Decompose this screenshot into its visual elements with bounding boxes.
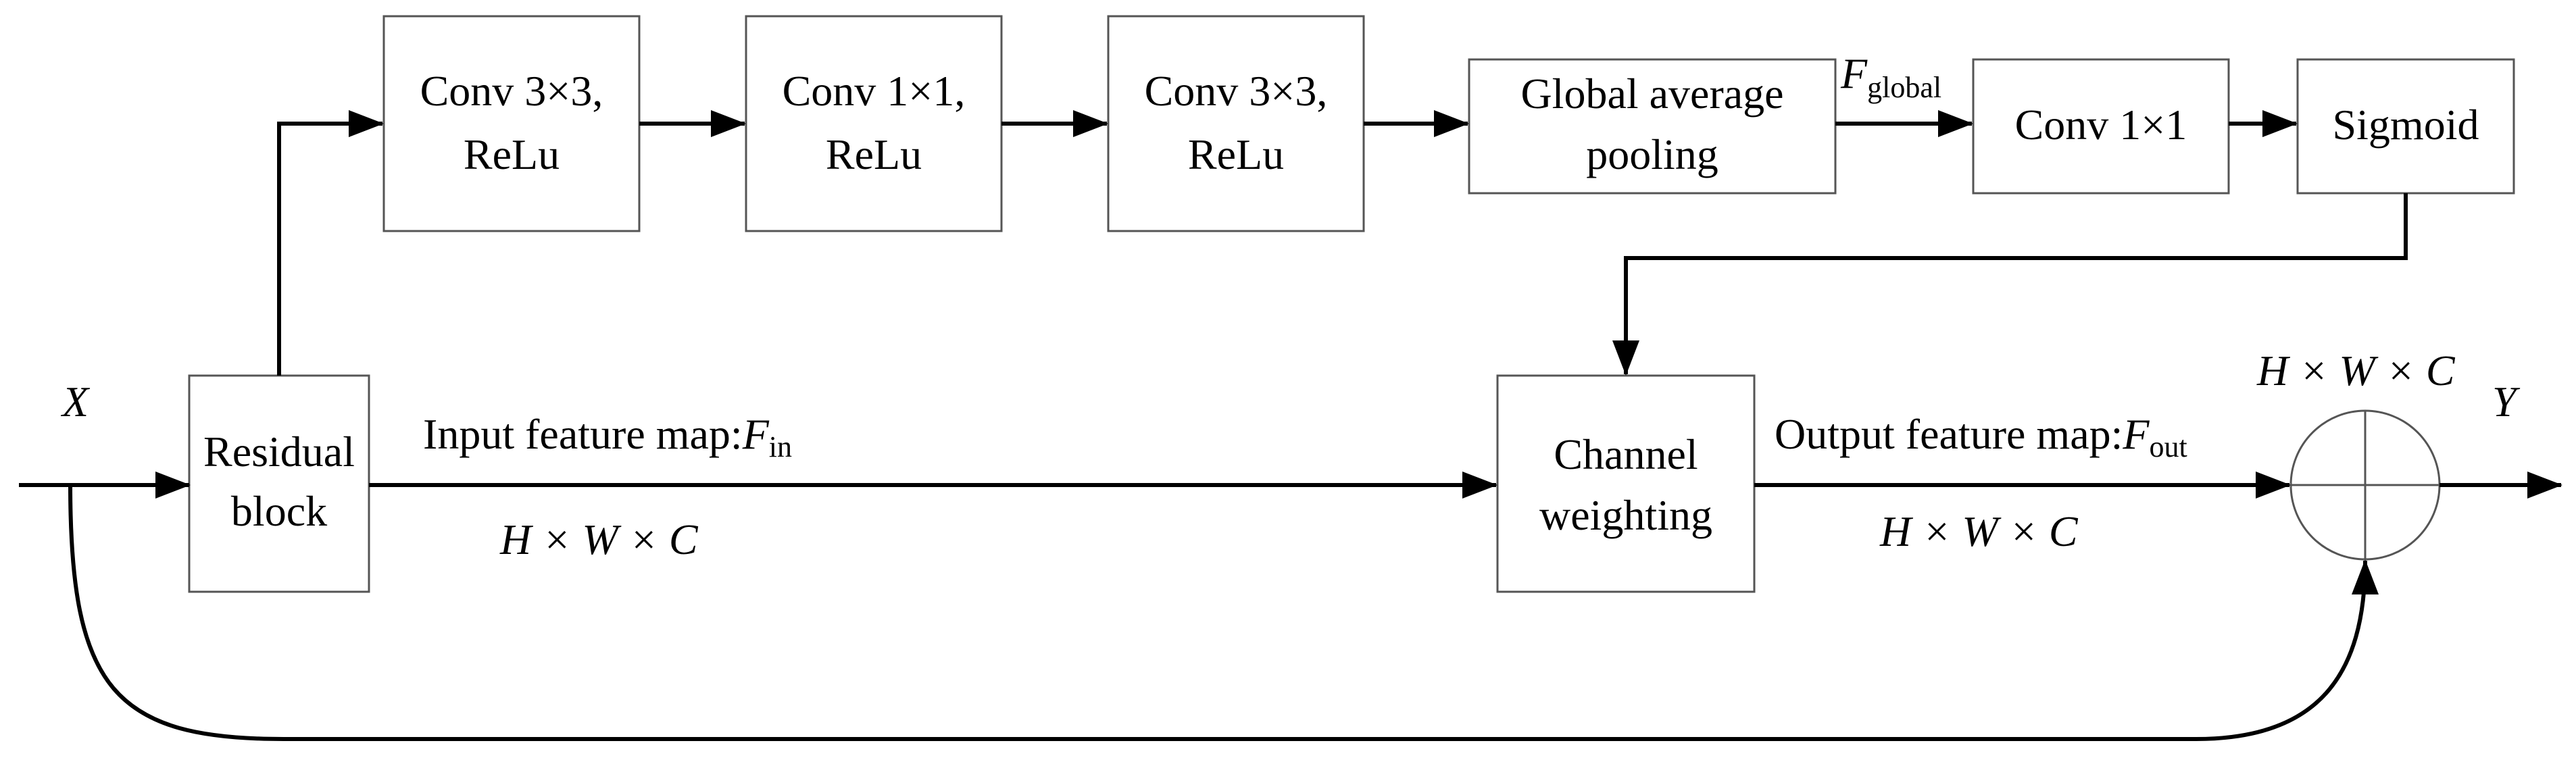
- input-feature-map-label: Input feature map:Fin: [423, 410, 792, 463]
- element-wise-sum-node: [2289, 409, 2441, 561]
- output-feature-map-label: Output feature map:Fout: [1775, 410, 2187, 463]
- input-dimension-label: H × W × C: [499, 515, 699, 563]
- residual-label-line1: Residual: [203, 428, 355, 476]
- pooling-label-line1: Global average: [1520, 70, 1783, 118]
- residual-label-line2: block: [231, 487, 327, 535]
- channel-weighting-label-line1: Channel: [1554, 430, 1698, 478]
- conv4-label: Conv 1×1: [2015, 101, 2187, 149]
- conv1x1-box: [1972, 58, 2230, 195]
- residual-to-conv-arrow: [277, 110, 384, 376]
- conv3-label-line1: Conv 3×3,: [1145, 67, 1328, 115]
- skip-connection-arrow: [68, 484, 2379, 741]
- sigmoid-to-weighting-arrow: [1612, 193, 2408, 376]
- channel-weighting-box: [1496, 374, 1756, 593]
- f-global-label: Fglobal: [1840, 49, 1941, 104]
- output-dimension-label: H × W × C: [1879, 507, 2079, 555]
- residual-block-box: [188, 374, 370, 593]
- conv3-label-line2: ReLu: [1188, 130, 1284, 178]
- conv3x3-relu-box-2: [1107, 15, 1365, 232]
- x-label: X: [60, 378, 91, 426]
- conv1-label-line2: ReLu: [464, 130, 560, 178]
- conv1-label-line1: Conv 3×3,: [420, 67, 603, 115]
- conv3x3-relu-box-1: [382, 15, 641, 232]
- pooling-label-line2: pooling: [1586, 130, 1718, 178]
- sum-dimension-label: H × W × C: [2256, 347, 2456, 395]
- conv2-label-line2: ReLu: [826, 130, 922, 178]
- sigmoid-label: Sigmoid: [2333, 101, 2479, 149]
- sigmoid-box: [2296, 58, 2515, 195]
- conv2-label-line1: Conv 1×1,: [783, 67, 966, 115]
- channel-weighting-label-line2: weighting: [1539, 491, 1712, 539]
- y-label: Y: [2492, 378, 2521, 426]
- conv1x1-relu-box: [745, 15, 1003, 232]
- global-average-pooling-box: [1468, 58, 1837, 195]
